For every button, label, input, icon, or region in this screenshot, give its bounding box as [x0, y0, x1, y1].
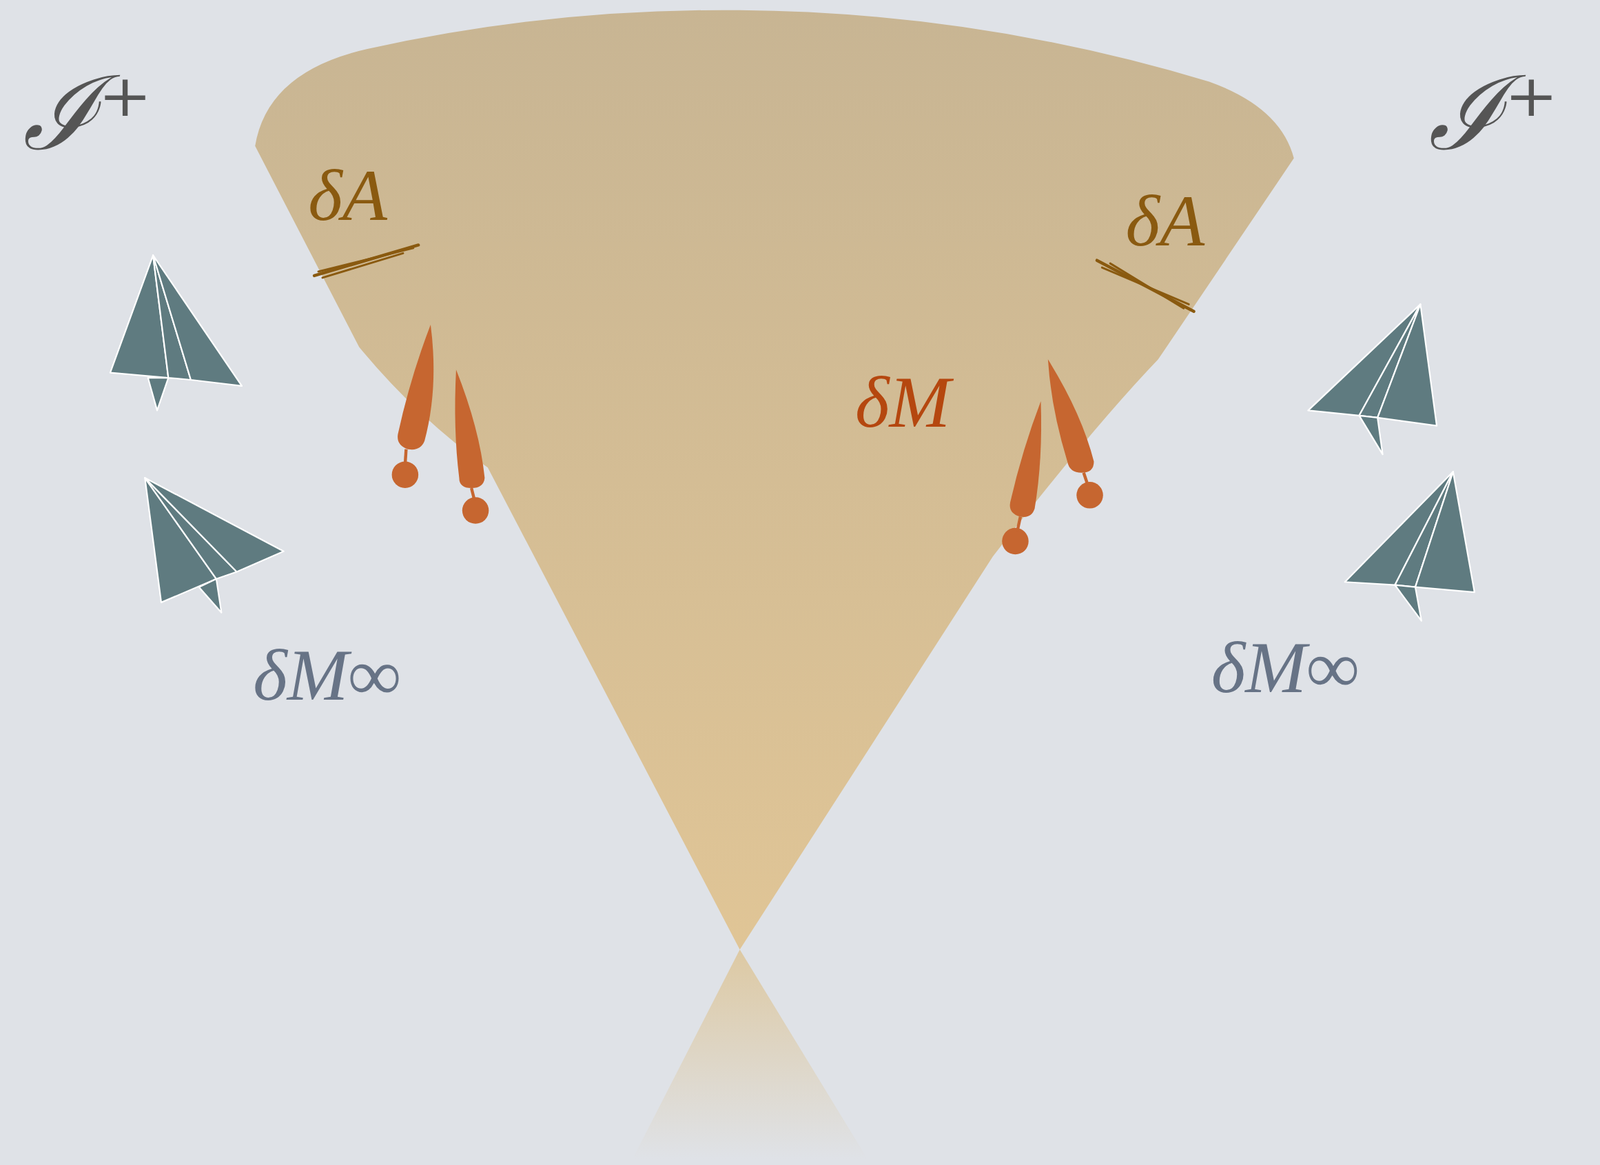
- past-cone: [632, 948, 868, 1159]
- mass-change-label: δM: [855, 365, 951, 439]
- null-infinity-label: ℐ⁺: [22, 63, 153, 166]
- carrots: [392, 324, 1104, 555]
- area-change-label: δA: [308, 158, 388, 233]
- null-infinity-label: ℐ⁺: [1428, 63, 1558, 166]
- area-strokes: [314, 244, 1195, 311]
- area-change-label: δA: [1125, 183, 1205, 258]
- asymptotic-mass-label: δM∞: [252, 638, 401, 712]
- asymptotic-mass-label: δM∞: [1211, 630, 1359, 705]
- paper-planes: [110, 254, 1475, 621]
- future-cone: [254, 10, 1295, 950]
